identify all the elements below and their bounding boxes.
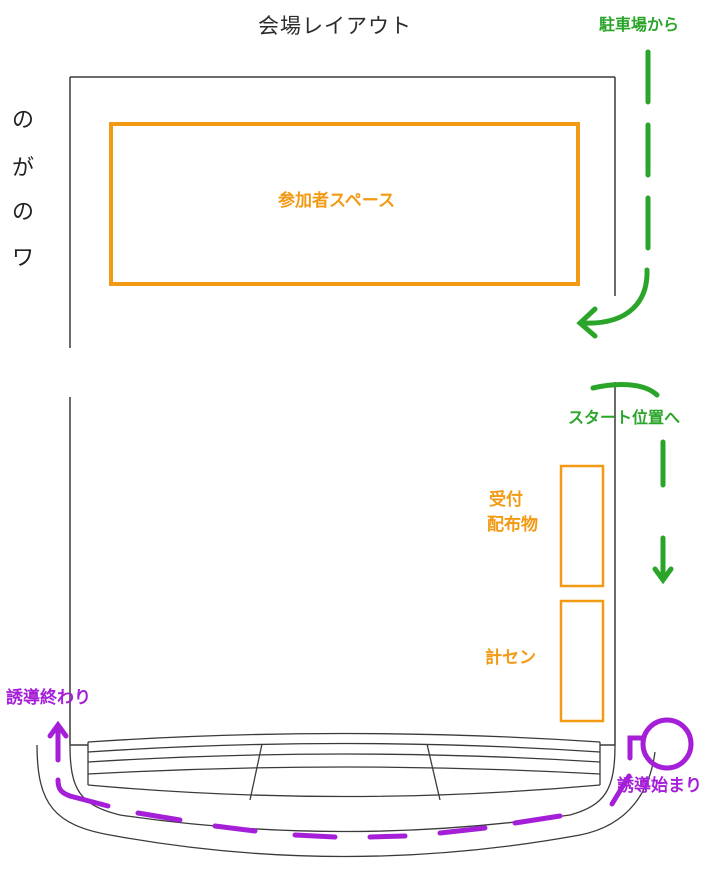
page-title: 会場レイアウト (258, 14, 412, 38)
building-outline (69, 76, 616, 746)
side-text-fragment: ワ (12, 246, 35, 271)
guide-start-label: 誘導始まり (617, 776, 702, 796)
guide-start-circle (640, 717, 694, 771)
side-text-fragment: の (12, 108, 35, 133)
to-start-label: スタート位置へ (568, 408, 681, 427)
from-parking-label: 駐車場から (599, 15, 680, 34)
keisen-box (559, 599, 605, 723)
side-text-fragment: の (12, 200, 35, 225)
keisen-label: 計セン (485, 648, 536, 668)
reception-box (559, 464, 605, 588)
outer-curves (36, 744, 656, 858)
reception-label-line2: 配布物 (487, 515, 538, 535)
participant-space-box (109, 122, 580, 286)
green-route (576, 49, 674, 585)
participant-space-label: 参加者スペース (278, 191, 395, 211)
stage-steps (87, 732, 601, 801)
purple-route (47, 717, 694, 840)
reception-label-line1: 受付 (489, 490, 523, 510)
guide-end-label: 誘導終わり (6, 688, 91, 708)
side-text-fragment: が (12, 156, 35, 181)
